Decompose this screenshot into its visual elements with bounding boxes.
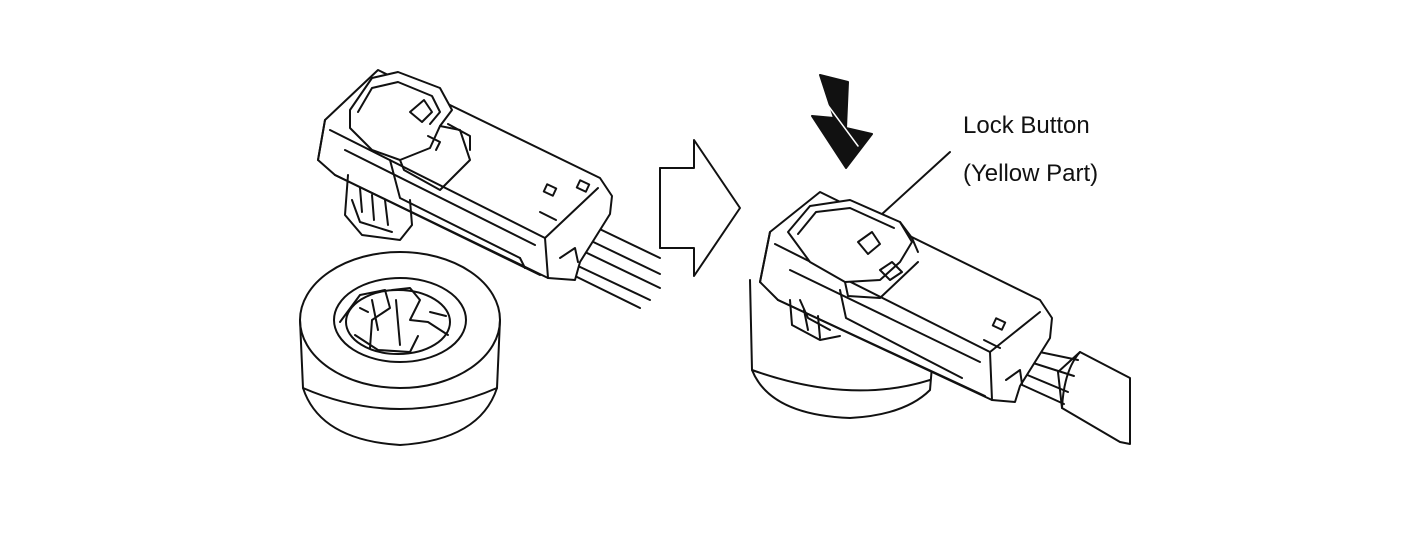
latch-post-right xyxy=(790,300,840,340)
lock-button-pressed xyxy=(788,200,918,298)
transition-arrow xyxy=(660,140,740,276)
wires-left xyxy=(575,222,660,308)
cable-right xyxy=(1020,350,1130,444)
socket-connected xyxy=(750,280,935,418)
callout-label-yellow-part: (Yellow Part) xyxy=(963,160,1099,187)
lock-button-raised xyxy=(350,72,470,190)
mating-socket xyxy=(300,252,500,445)
connector-unlocked xyxy=(318,70,660,308)
latch-post-left xyxy=(345,175,412,240)
callout-label-lock-button: Lock Button xyxy=(963,112,1090,139)
connector-locked xyxy=(760,192,1052,402)
press-down-arrow-icon xyxy=(812,75,872,168)
